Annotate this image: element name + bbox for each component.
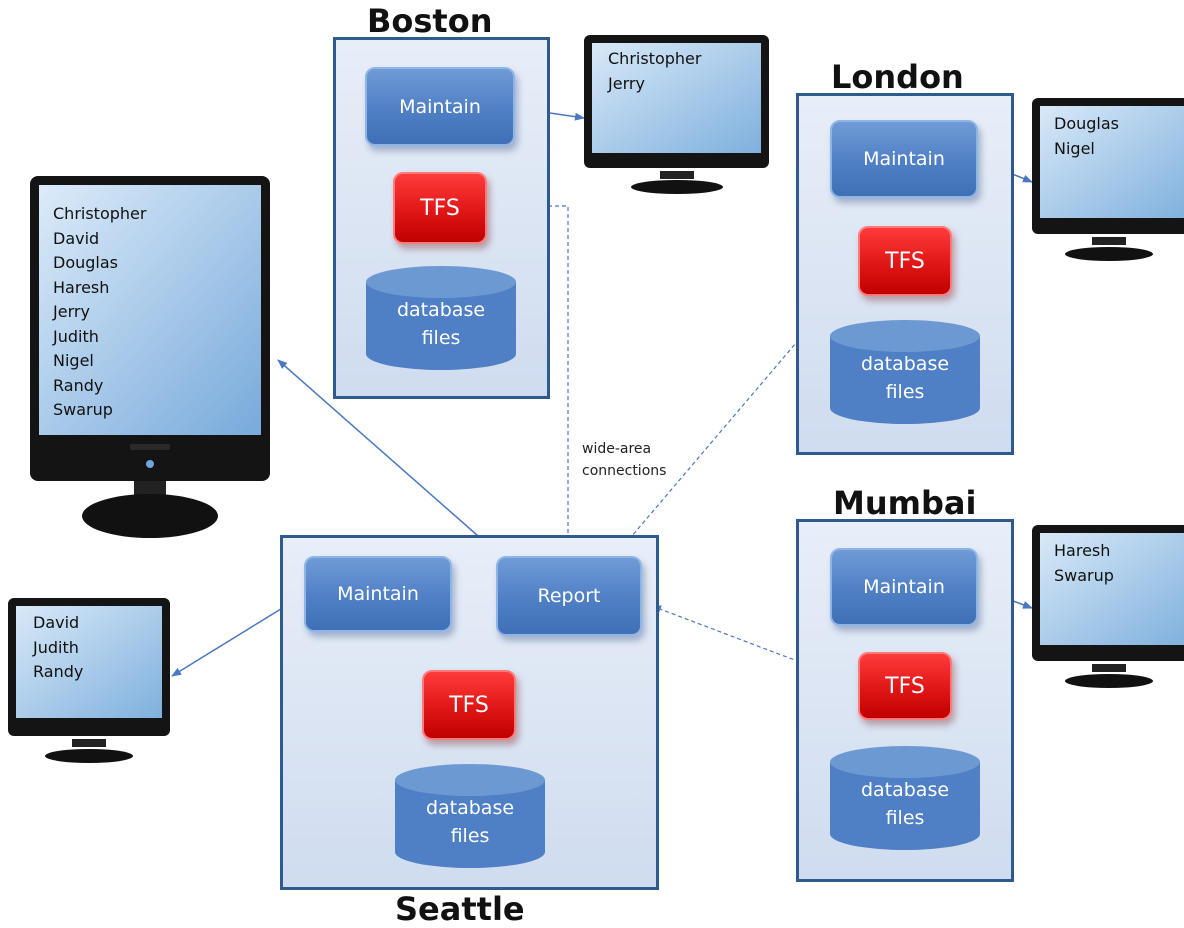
london-maintain-label: Maintain <box>863 148 945 170</box>
seattle-maintain-label: Maintain <box>337 583 419 605</box>
mumbai-database-cylinder: database files <box>830 746 980 850</box>
user-name: Randy <box>33 662 84 681</box>
monitor-boston: Christopher Jerry <box>584 35 769 195</box>
seattle-db-label-1: database <box>425 797 515 819</box>
database-icon <box>830 320 980 424</box>
database-icon <box>830 746 980 850</box>
boston-maintain-node: Maintain <box>365 67 515 146</box>
monitor-mumbai: Haresh Swarup <box>1032 525 1184 690</box>
seattle-report-node: Report <box>496 556 642 636</box>
monitor-report-userlist: Christopher David Douglas Haresh Jerry J… <box>53 202 146 423</box>
seattle-database-cylinder: database files <box>395 764 545 868</box>
london-db-label-2: files <box>885 381 925 403</box>
user-name: Christopher <box>608 49 702 68</box>
user-name: Swarup <box>1054 565 1114 585</box>
boston-db-label-2: files <box>421 327 461 349</box>
monitor-seattle: David Judith Randy <box>8 598 170 766</box>
user-name: Jerry <box>608 73 645 93</box>
site-title-seattle: Seattle <box>395 890 525 928</box>
seattle-tfs-label: TFS <box>449 692 489 718</box>
mumbai-maintain-label: Maintain <box>863 576 945 598</box>
mumbai-maintain-node: Maintain <box>830 548 978 626</box>
wan-annotation-line-1: wide-area <box>582 441 652 457</box>
user-name: Douglas <box>53 253 118 272</box>
monitor-icon <box>8 598 170 763</box>
user-name: Nigel <box>1054 138 1095 158</box>
boston-maintain-label: Maintain <box>399 95 481 118</box>
boston-db-label-1: database <box>396 299 486 321</box>
mumbai-db-label-1: database <box>860 779 950 801</box>
monitor-london: Douglas Nigel <box>1032 98 1184 263</box>
monitor-mumbai-userlist: Haresh Swarup <box>1054 539 1114 588</box>
monitor-london-userlist: Douglas Nigel <box>1054 112 1119 161</box>
seattle-db-label-2: files <box>450 825 490 847</box>
mumbai-db-label-2: files <box>885 807 925 829</box>
monitor-icon <box>30 176 270 538</box>
monitor-report: Christopher David Douglas Haresh Jerry J… <box>30 176 270 546</box>
wan-annotation: wide-area connections <box>582 438 666 482</box>
report-monitor-arrow <box>277 359 495 551</box>
user-name: Nigel <box>53 351 94 370</box>
london-db-label-1: database <box>860 353 950 375</box>
london-database-cylinder: database files <box>830 320 980 424</box>
site-title-mumbai: Mumbai <box>833 484 977 522</box>
london-tfs-node: TFS <box>858 226 952 296</box>
monitor-icon <box>1032 98 1184 261</box>
monitor-boston-userlist: Christopher Jerry <box>608 47 701 96</box>
london-maintain-node: Maintain <box>830 120 978 198</box>
site-title-london: London <box>831 58 964 96</box>
database-icon <box>366 266 516 370</box>
user-name: Haresh <box>1054 541 1111 560</box>
mumbai-tfs-label: TFS <box>885 673 925 699</box>
user-name: Randy <box>53 375 104 395</box>
mumbai-tfs-node: TFS <box>858 652 952 720</box>
user-name: David <box>33 613 80 632</box>
monitor-seattle-userlist: David Judith Randy <box>33 611 83 685</box>
boston-tfs-node: TFS <box>393 172 487 244</box>
london-tfs-label: TFS <box>885 248 925 274</box>
monitor-icon <box>1032 525 1184 688</box>
wan-annotation-line-2: connections <box>582 463 667 479</box>
boston-database-cylinder: database files <box>366 266 516 370</box>
london-tfs-report-wan-link <box>619 269 859 551</box>
database-icon <box>395 764 545 868</box>
user-name: Judith <box>53 326 99 346</box>
user-name: Swarup <box>53 400 113 419</box>
user-name: Douglas <box>1054 114 1119 133</box>
seattle-maintain-node: Maintain <box>304 556 452 632</box>
site-title-boston: Boston <box>367 2 493 40</box>
boston-tfs-label: TFS <box>420 195 460 221</box>
user-name: Christopher <box>53 204 147 223</box>
user-name: Haresh <box>53 277 110 297</box>
seattle-tfs-node: TFS <box>422 670 516 740</box>
user-name: David <box>53 228 100 248</box>
seattle-report-label: Report <box>537 585 601 607</box>
user-name: Jerry <box>53 302 90 321</box>
monitor-icon <box>584 35 769 194</box>
user-name: Judith <box>33 637 79 657</box>
